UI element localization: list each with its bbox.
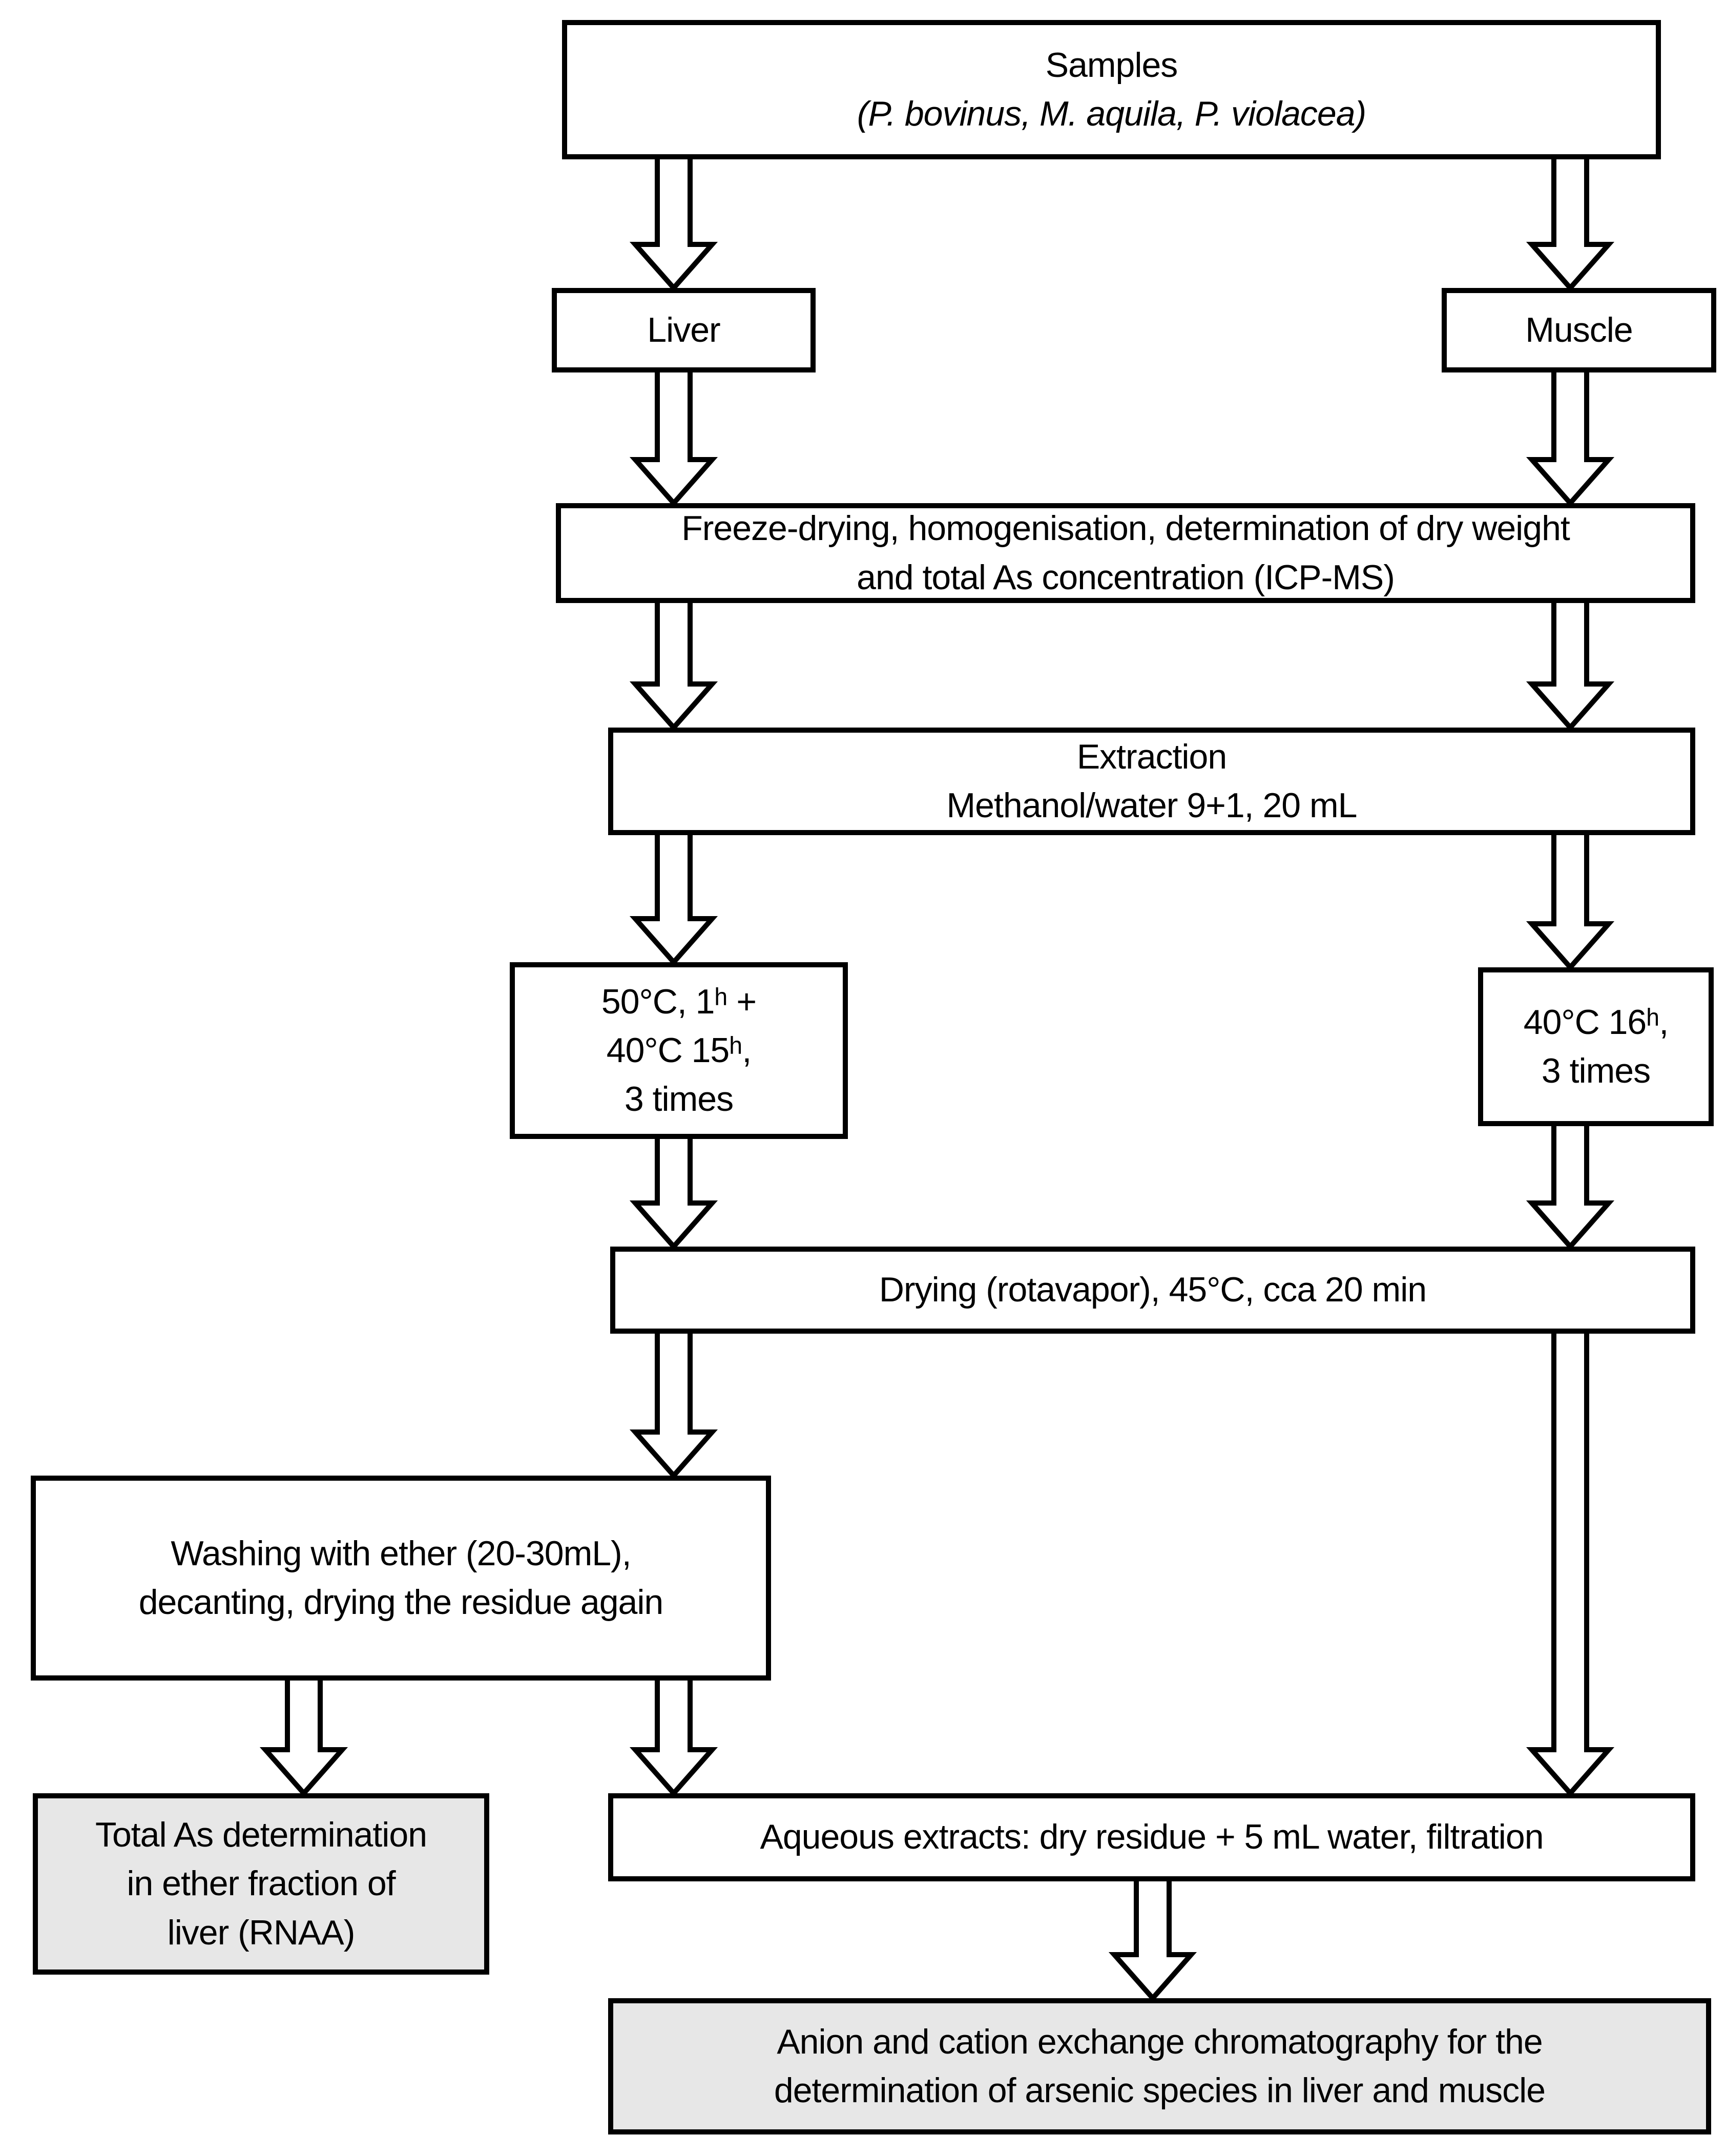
- node-muscle-conditions-line2: 3 times: [1541, 1051, 1651, 1090]
- flow-arrow-aqueous-extracts-to-chromatography: [1108, 1878, 1197, 2002]
- node-liver: Liver: [552, 288, 816, 372]
- node-liver-conditions-line3: 3 times: [624, 1080, 734, 1119]
- node-muscle-label: Muscle: [1525, 310, 1633, 349]
- node-drying: Drying (rotavapor), 45°C, cca 20 min: [610, 1247, 1695, 1334]
- node-muscle: Muscle: [1442, 288, 1716, 372]
- flow-arrow-freeze-drying-to-extraction-left: [629, 600, 718, 732]
- flow-arrow-muscle-conditions-to-drying: [1526, 1123, 1615, 1251]
- flow-arrow-washing-to-aqueous-extracts: [629, 1677, 718, 1797]
- node-drying-label: Drying (rotavapor), 45°C, cca 20 min: [879, 1270, 1427, 1310]
- flow-arrow-samples-to-liver: [629, 156, 718, 292]
- flow-arrow-extraction-to-muscle-conditions: [1526, 832, 1615, 971]
- node-samples-species: (P. bovinus, M. aquila, P. violacea): [857, 94, 1366, 133]
- node-freeze-drying-line1: Freeze-drying, homogenisation, determina…: [681, 509, 1570, 548]
- flow-arrow-drying-to-washing: [629, 1331, 718, 1480]
- node-chromatography: Anion and cation exchange chromatography…: [608, 1998, 1711, 2134]
- flow-arrow-liver-conditions-to-drying: [629, 1136, 718, 1251]
- node-total-as-line1: Total As determination: [95, 1815, 427, 1855]
- node-liver-conditions-line2: 40°C 15ʰ,: [606, 1030, 752, 1070]
- node-samples-title: Samples: [1045, 45, 1178, 85]
- node-washing-line2: decanting, drying the residue again: [138, 1583, 664, 1622]
- node-liver-label: Liver: [647, 310, 720, 349]
- node-total-as-line3: liver (RNAA): [167, 1913, 356, 1952]
- node-liver-extraction-conditions: 50°C, 1ʰ + 40°C 15ʰ, 3 times: [510, 962, 848, 1139]
- node-chromatography-line2: determination of arsenic species in live…: [774, 2071, 1546, 2110]
- node-muscle-conditions-line1: 40°C 16ʰ,: [1523, 1002, 1669, 1042]
- node-chromatography-line1: Anion and cation exchange chromatography…: [777, 2022, 1543, 2061]
- node-liver-conditions-line1: 50°C, 1ʰ +: [601, 982, 757, 1021]
- flow-arrow-extraction-to-liver-conditions: [629, 832, 718, 966]
- flow-arrow-samples-to-muscle: [1526, 156, 1615, 292]
- node-aqueous-label: Aqueous extracts: dry residue + 5 mL wat…: [760, 1817, 1544, 1857]
- node-freeze-drying-line2: and total As concentration (ICP-MS): [857, 557, 1395, 597]
- flow-arrow-liver-to-freeze-drying: [629, 369, 718, 507]
- flow-arrow-washing-to-total-as: [259, 1677, 348, 1797]
- node-freeze-drying: Freeze-drying, homogenisation, determina…: [556, 503, 1695, 603]
- flow-arrow-muscle-to-freeze-drying: [1526, 369, 1615, 507]
- node-total-as-determination: Total As determination in ether fraction…: [33, 1793, 489, 1975]
- node-muscle-extraction-conditions: 40°C 16ʰ, 3 times: [1478, 967, 1714, 1126]
- node-samples: Samples (P. bovinus, M. aquila, P. viola…: [562, 20, 1661, 159]
- flow-arrow-drying-to-aqueous-extracts: [1526, 1331, 1615, 1797]
- node-washing-line1: Washing with ether (20-30mL),: [171, 1533, 631, 1573]
- flow-arrow-freeze-drying-to-extraction-right: [1526, 600, 1615, 732]
- node-extraction: Extraction Methanol/water 9+1, 20 mL: [608, 728, 1695, 835]
- node-total-as-line2: in ether fraction of: [127, 1864, 396, 1903]
- node-washing: Washing with ether (20-30mL), decanting,…: [31, 1476, 771, 1681]
- node-extraction-detail: Methanol/water 9+1, 20 mL: [946, 786, 1358, 825]
- node-aqueous-extracts: Aqueous extracts: dry residue + 5 mL wat…: [608, 1793, 1695, 1881]
- node-extraction-title: Extraction: [1076, 737, 1227, 776]
